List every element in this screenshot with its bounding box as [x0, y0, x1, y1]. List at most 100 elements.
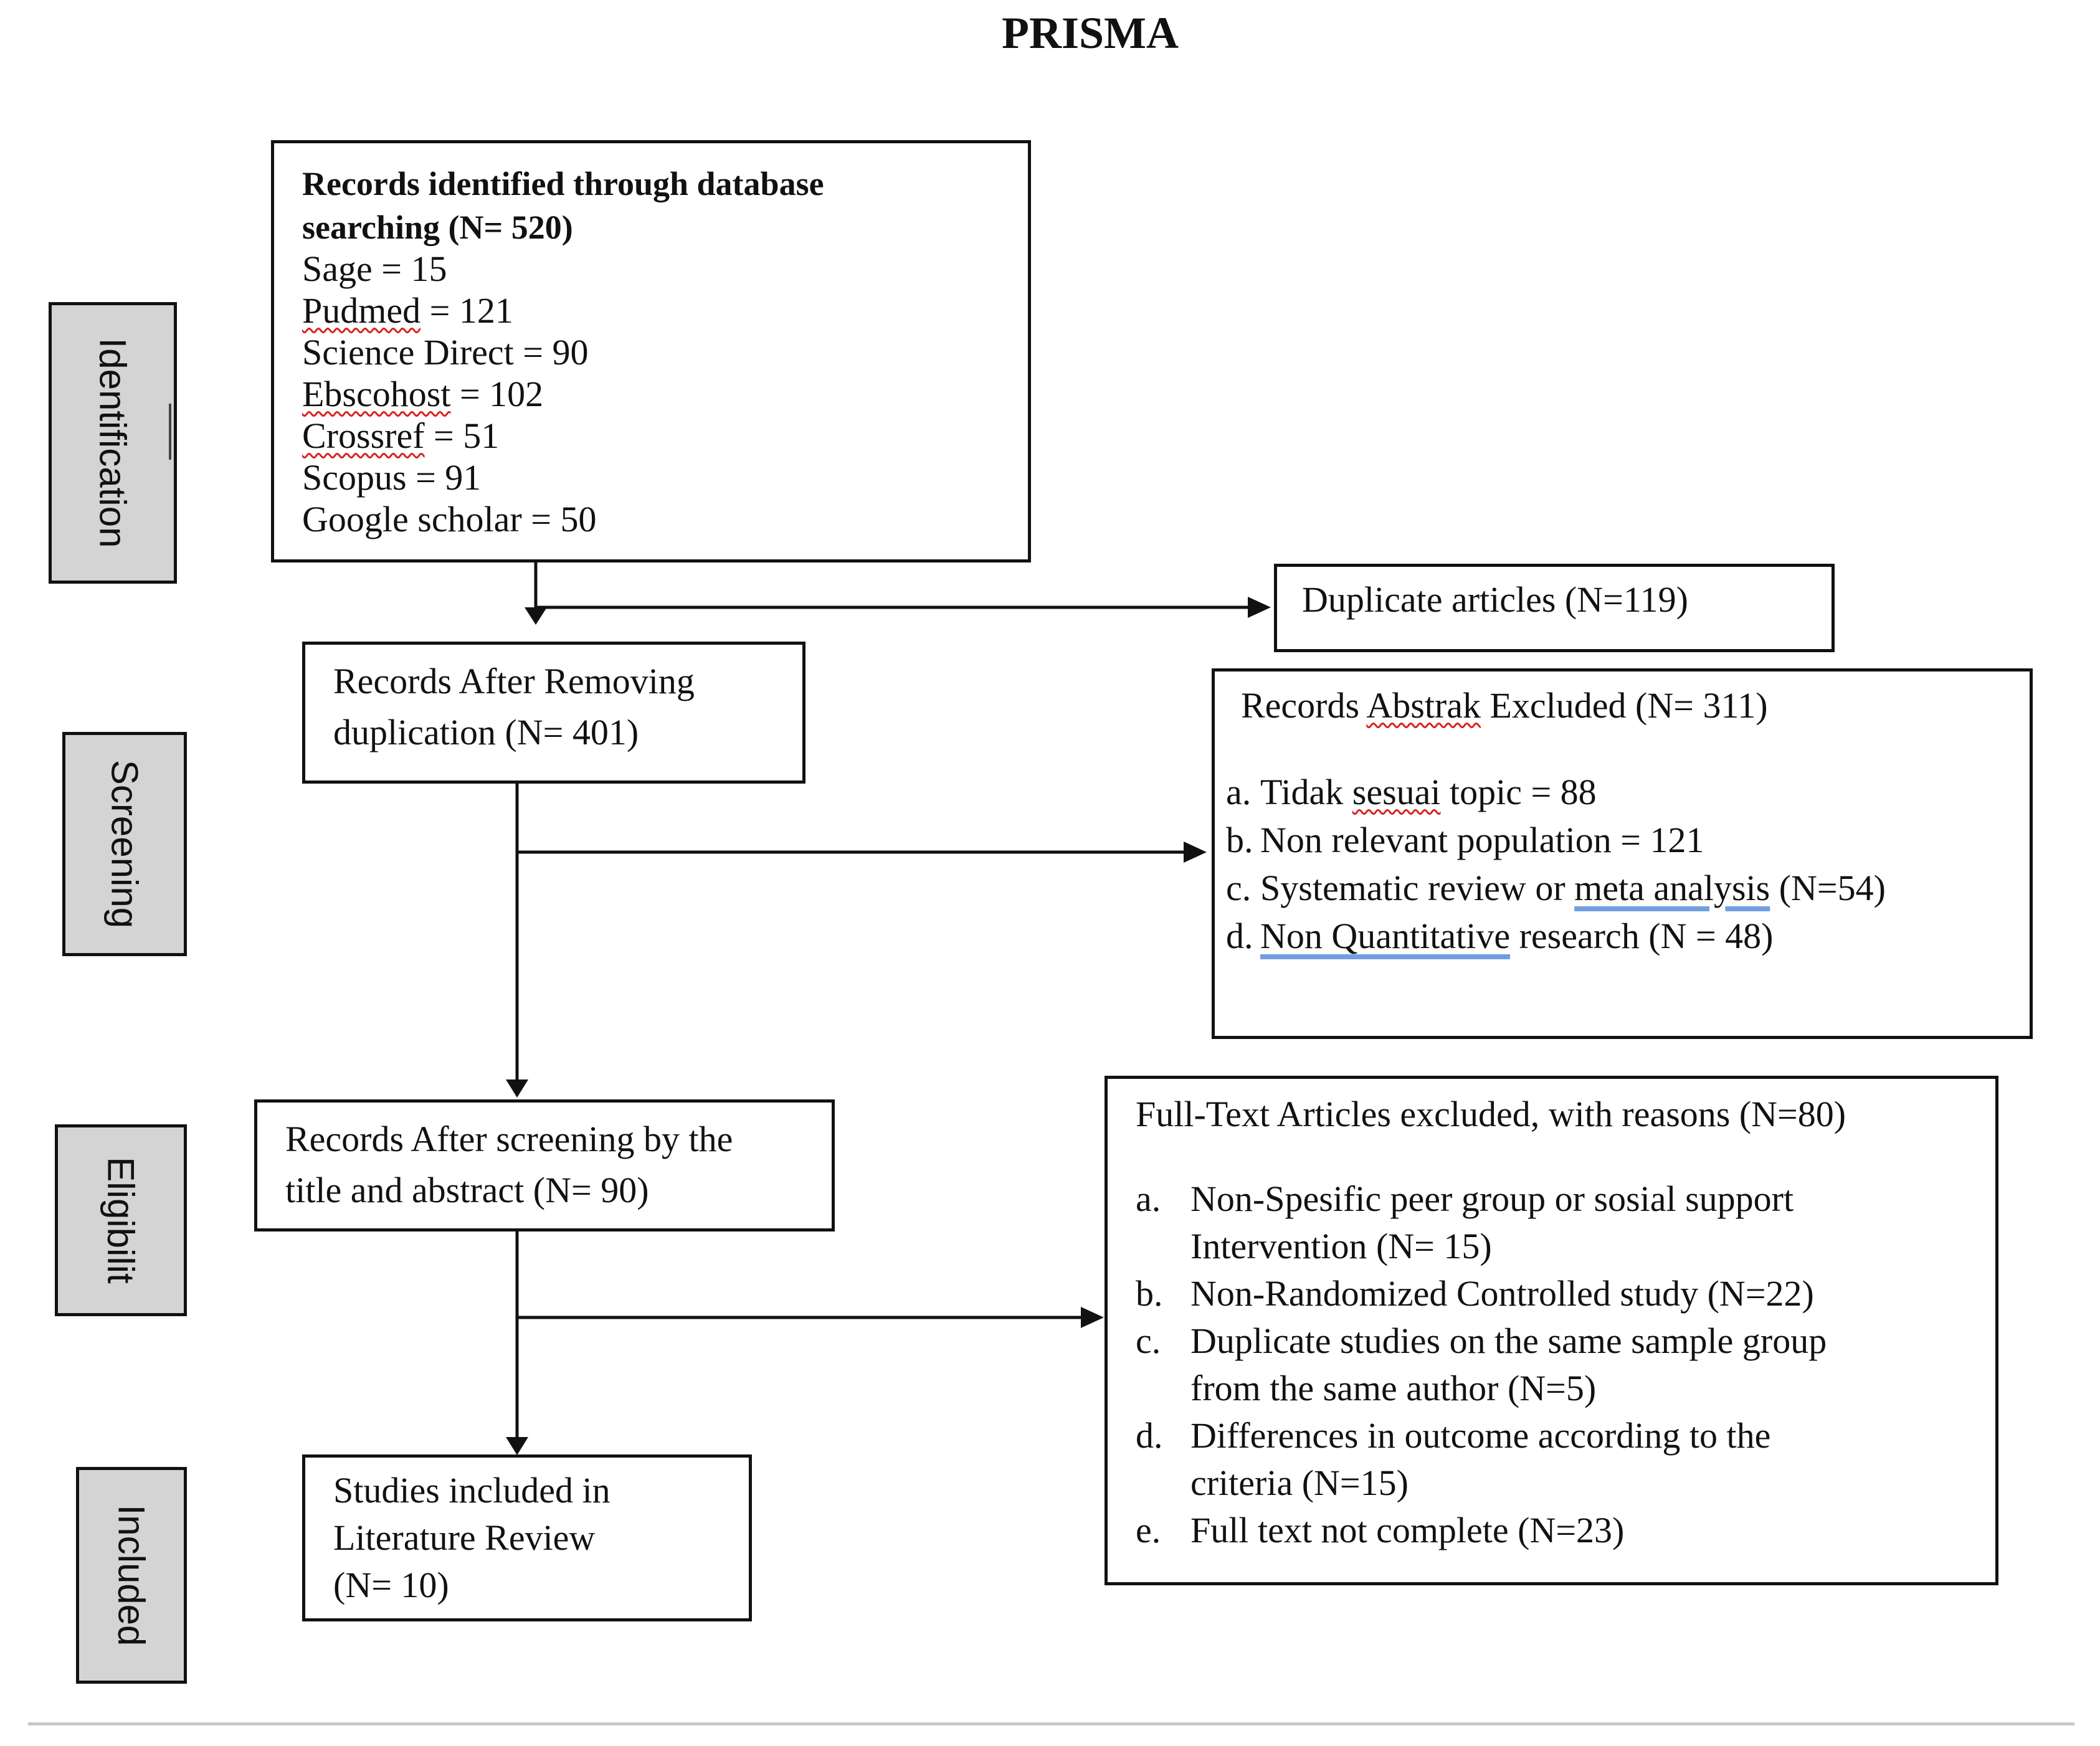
list-item: a.Tidak sesuai topic = 88: [1226, 768, 1886, 816]
fulltext-excluded-list: a. Non-Spesific peer group or sosial sup…: [1136, 1175, 1827, 1554]
included-text: Studies included in Literature Review (N…: [333, 1467, 611, 1609]
list-marker: d.: [1136, 1415, 1163, 1456]
source-value: = 15: [381, 249, 447, 289]
after-screening-box: Records After screening by the title and…: [254, 1099, 835, 1231]
list-marker: a.: [1226, 772, 1252, 812]
item-line: Differences in outcome according to the: [1190, 1415, 1771, 1456]
stage-screening-label: Screening: [103, 759, 146, 929]
item-line: Duplicate studies on the same sample gro…: [1190, 1321, 1827, 1361]
item-pre: Non relevant population = 121: [1260, 820, 1704, 860]
heading-pre: Records: [1241, 685, 1367, 726]
list-item: d.Non Quantitative research (N = 48): [1226, 912, 1886, 960]
arrowhead-fulltext-excluded: [1081, 1307, 1104, 1328]
list-marker: b.: [1226, 820, 1253, 860]
included-line2: Literature Review: [333, 1517, 596, 1558]
source-value: = 121: [429, 290, 513, 331]
heading-word: Abstrak: [1366, 685, 1481, 726]
arrowhead-duplicates: [1248, 597, 1271, 618]
included-line3: (N= 10): [333, 1565, 449, 1605]
list-marker: d.: [1226, 916, 1253, 956]
arrowhead-screening: [506, 1079, 528, 1098]
fulltext-excluded-heading: Full-Text Articles excluded, with reason…: [1136, 1094, 1846, 1134]
item-pre: Systematic review or: [1260, 868, 1575, 908]
after-dedup-text: Records After Removing duplication (N= 4…: [333, 656, 695, 758]
source-value: = 51: [434, 415, 500, 456]
duplicates-box: Duplicate articles (N=119): [1274, 564, 1835, 652]
item-line: Non-Randomized Controlled study (N=22): [1190, 1273, 1814, 1314]
list-item: b.Non relevant population = 121: [1226, 816, 1886, 864]
list-item: e. Full text not complete (N=23): [1136, 1507, 1827, 1554]
list-item: c.Systematic review or meta analysis (N=…: [1226, 864, 1886, 912]
identified-heading: Records identified through database sear…: [302, 162, 824, 249]
after-dedup-line2: duplication (N= 401): [333, 712, 639, 752]
item-line: Non-Spesific peer group or sosial suppor…: [1190, 1179, 1794, 1219]
source-value: = 50: [531, 499, 597, 539]
stage-eligibility-label: Eligibilit: [100, 1157, 142, 1284]
list-marker: c.: [1226, 868, 1252, 908]
abstract-excluded-heading: Records Abstrak Excluded (N= 311): [1241, 684, 1768, 728]
list-item: b. Non-Randomized Controlled study (N=22…: [1136, 1270, 1827, 1317]
list-item: c. Duplicate studies on the same sample …: [1136, 1317, 1827, 1412]
source-name: Scopus: [302, 457, 407, 498]
list-item: a. Non-Spesific peer group or sosial sup…: [1136, 1175, 1827, 1270]
abstract-excluded-box: Records Abstrak Excluded (N= 311) a.Tida…: [1212, 668, 2033, 1039]
arrowhead-abstract-excluded: [1184, 842, 1207, 863]
source-item: Science Direct = 90: [302, 331, 596, 373]
item-line: Intervention (N= 15): [1190, 1226, 1492, 1266]
list-marker: c.: [1136, 1321, 1161, 1361]
item-line: from the same author (N=5): [1190, 1368, 1597, 1408]
item-pre: Tidak: [1260, 772, 1352, 812]
stage-identification-label: Identification: [92, 338, 134, 548]
source-item: Pudmed = 121: [302, 290, 596, 331]
source-value: = 90: [523, 332, 589, 372]
identified-sources: Sage = 15 Pudmed = 121 Science Direct = …: [302, 248, 596, 540]
list-marker: b.: [1136, 1273, 1163, 1314]
stage-identification: Identification: [49, 302, 177, 584]
after-dedup-box: Records After Removing duplication (N= 4…: [302, 642, 805, 784]
stage-eligibility: Eligibilit: [55, 1124, 187, 1316]
stage-screening: Screening: [62, 732, 187, 956]
diagram-title: PRISMA: [1002, 8, 1179, 58]
source-item: Crossref = 51: [302, 415, 596, 457]
item-post: research (N = 48): [1510, 916, 1774, 956]
source-item: Google scholar = 50: [302, 498, 596, 540]
identified-box: Records identified through database sear…: [271, 140, 1031, 562]
list-item: d. Differences in outcome according to t…: [1136, 1412, 1827, 1507]
arrowhead-included: [506, 1437, 528, 1455]
after-screening-text: Records After screening by the title and…: [285, 1114, 733, 1216]
item-word: sesuai: [1352, 772, 1441, 812]
identified-heading-line1: Records identified through database: [302, 165, 824, 202]
bottom-divider: [28, 1722, 2074, 1725]
fulltext-excluded-box: Full-Text Articles excluded, with reason…: [1105, 1076, 1998, 1585]
item-post: (N=54): [1770, 868, 1886, 908]
source-name: Pudmed: [302, 290, 421, 331]
source-name: Sage: [302, 249, 373, 289]
after-screening-line1: Records After screening by the: [285, 1119, 733, 1159]
list-marker: e.: [1136, 1510, 1161, 1550]
item-word: meta analysis: [1574, 868, 1770, 908]
source-name: Ebscohost: [302, 374, 451, 414]
item-post: topic = 88: [1440, 772, 1597, 812]
source-name: Science Direct: [302, 332, 514, 372]
included-box: Studies included in Literature Review (N…: [302, 1454, 752, 1621]
duplicates-text: Duplicate articles (N=119): [1302, 579, 1688, 620]
after-screening-line2: title and abstract (N= 90): [285, 1170, 649, 1210]
abstract-excluded-list: a.Tidak sesuai topic = 88 b.Non relevant…: [1226, 768, 1886, 960]
source-value: = 102: [459, 374, 544, 414]
source-value: = 91: [416, 457, 482, 498]
arrowhead-dedup: [525, 607, 547, 625]
source-name: Google scholar: [302, 499, 522, 539]
list-marker: a.: [1136, 1179, 1161, 1219]
item-line: criteria (N=15): [1190, 1463, 1409, 1503]
source-item: Sage = 15: [302, 248, 596, 290]
source-item: Scopus = 91: [302, 457, 596, 498]
stage-identification-mark: [169, 404, 171, 460]
stage-included-label: Included: [110, 1504, 153, 1646]
identified-heading-line2: searching (N= 520): [302, 209, 573, 246]
item-line: Full text not complete (N=23): [1190, 1510, 1625, 1550]
heading-post: Excluded (N= 311): [1481, 685, 1768, 726]
after-dedup-line1: Records After Removing: [333, 661, 695, 701]
included-line1: Studies included in: [333, 1470, 611, 1511]
source-item: Ebscohost = 102: [302, 373, 596, 415]
